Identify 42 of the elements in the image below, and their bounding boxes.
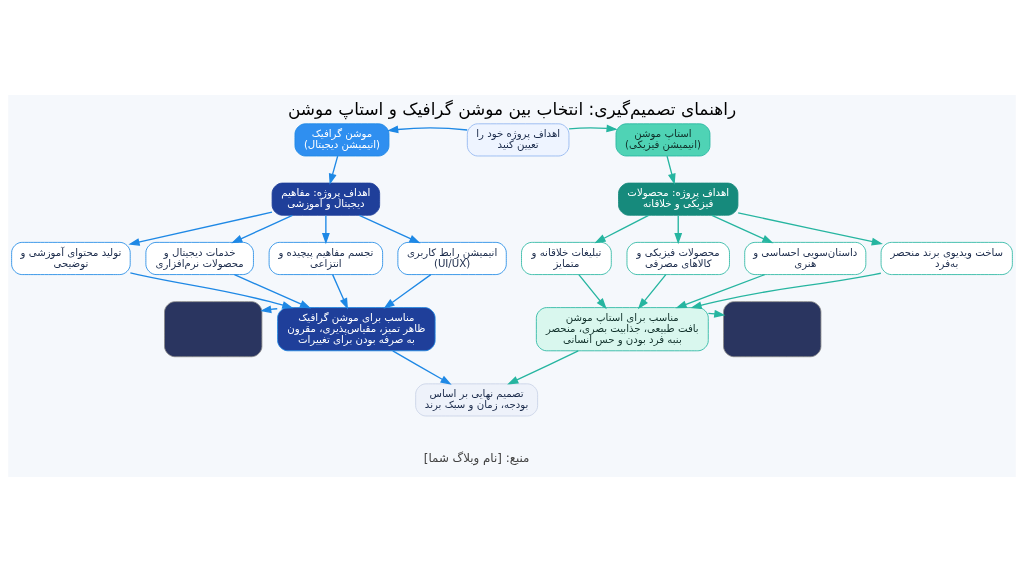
arrow	[637, 273, 667, 310]
node-box: ساخت ویدیوی برند منحصر به‌فرد	[880, 241, 1013, 275]
arrow	[321, 214, 330, 245]
arrow	[231, 214, 294, 244]
node-box: خدمات دیجیتال و محصولات نرم‌افزاری	[145, 241, 254, 275]
node-box: تجسم مفاهیم پیچیده و انتزاعی	[268, 241, 384, 275]
arrow	[666, 155, 676, 185]
arrow	[383, 273, 432, 309]
node-box	[723, 301, 822, 358]
node-box: محصولات فیزیکی و کالاهای مصرفی	[626, 241, 730, 275]
arrow	[675, 273, 766, 309]
node-box: مناسب برای استاپ موشن بافت طبیعی، جذابیت بصری، منحصر بنبه فرد بودن و حس انسانی	[535, 307, 709, 352]
arrow	[328, 155, 339, 185]
node-box: داستان‌سویی احساسی و هنری	[744, 241, 867, 275]
node-box: تولید محتوای آموزشی و توضیحی	[11, 241, 131, 275]
node-box: اهداف پروژه: مفاهیم دیجیتال و آموزشی	[271, 182, 381, 216]
arrow	[358, 214, 421, 244]
node-box: مناسب برای موشن گرافیک ظاهر تمیز، مقیاس‌پذیری، مقرون به صرفه بودن برای تغییرات	[277, 307, 436, 352]
arrow	[578, 273, 607, 310]
arrow	[233, 273, 312, 309]
arrow	[568, 124, 618, 133]
label: منبع: [نام وبلاگ شما]	[423, 450, 530, 465]
node-box: تصمیم نهایی بر اساس بودجه، زمان و سبک برند	[415, 383, 539, 417]
node-box: موشن گرافیک (انیمیشن دیجیتال)	[294, 123, 390, 157]
node-box: تبلیغات خلاقانه و متمایز	[521, 241, 612, 275]
arrow	[674, 214, 683, 245]
arrow	[594, 214, 650, 244]
arrow	[129, 272, 294, 309]
node-box: استاپ موشن (انیمیشن فیزیکی)	[615, 123, 711, 157]
diagram-title: راهنمای تصمیم‌گیری: انتخاب بین موشن گرافیک و استاپ موشن	[287, 99, 737, 120]
arrow	[260, 305, 278, 314]
arrow	[387, 125, 468, 134]
node-box: اهداف پروژه: محصولات فیزیکی و خلاقانه	[618, 182, 739, 216]
arrow	[737, 212, 883, 246]
arrow	[331, 273, 349, 310]
arrow	[128, 211, 273, 246]
arrow	[392, 350, 452, 385]
arrow	[507, 350, 579, 385]
node-box: اهداف پروژه خود را تعیین کنید	[466, 123, 570, 157]
node-box	[164, 301, 263, 358]
arrow	[711, 214, 774, 244]
arrow	[690, 272, 882, 310]
